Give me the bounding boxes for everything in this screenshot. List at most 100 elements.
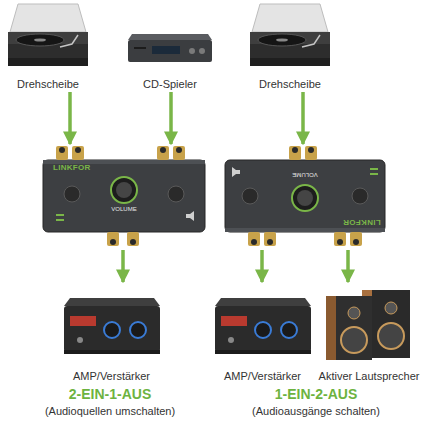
rca-jack-part	[267, 239, 273, 245]
mode-title: 2-EIN-1-AUS	[69, 386, 151, 402]
switch-box-illustration-part	[352, 188, 368, 204]
rca-jack-part	[173, 146, 185, 160]
device-label: CD-Spieler	[125, 78, 215, 90]
rca-jack-part	[337, 239, 343, 245]
turntable-illustration-part	[258, 34, 306, 46]
speaker-illustration-part	[348, 307, 360, 319]
rca-jack-part	[56, 146, 68, 160]
switch-box-illustration-part	[370, 173, 378, 175]
rca-jack-part	[75, 147, 81, 153]
rca-jack-part	[59, 147, 65, 153]
device-label: AMP/Verstärker	[58, 370, 165, 382]
cd-player-illustration-part	[152, 46, 180, 54]
mode-subtitle: (Audioausgänge schalten)	[252, 405, 380, 417]
switch-box-illustration-part	[370, 168, 378, 170]
rca-jack-part	[157, 146, 169, 160]
turntable-illustration-part	[250, 32, 330, 66]
device-label: Drehscheibe	[5, 78, 91, 90]
rca-jack-part	[251, 239, 257, 245]
signal-arrow	[301, 92, 305, 144]
turntable-illustration-part	[16, 34, 64, 46]
switch-box: LINKFORVOLUME	[43, 146, 205, 248]
rca-jack-part	[127, 232, 139, 246]
cd-player-illustration	[128, 34, 212, 62]
amplifier-illustration-part	[215, 350, 311, 354]
signal-arrow	[121, 250, 125, 282]
rca-jack-part	[334, 232, 346, 246]
switch-box-illustration-part	[292, 185, 318, 211]
device-label: Drehscheibe	[245, 78, 335, 90]
signal-arrow	[68, 92, 72, 144]
knob-label: VOLUME	[292, 172, 317, 178]
amplifier-illustration-part	[228, 337, 234, 343]
signal-arrow	[346, 250, 350, 282]
amplifier-illustration-part	[255, 322, 271, 338]
rca-jack-part	[308, 147, 314, 153]
amplifier-illustration-part	[221, 316, 247, 326]
turntable-illustration-part	[252, 4, 328, 32]
signal-arrow	[169, 92, 173, 144]
rca-jack-part	[350, 232, 362, 246]
device-box: AMP/Verstärker	[215, 284, 310, 382]
switch-box-illustration-part	[116, 182, 132, 198]
cd-player-illustration-part	[199, 48, 205, 54]
speaker-illustration-part	[378, 323, 404, 349]
turntable-illustration-part	[10, 4, 86, 32]
turntable-illustration-part	[8, 58, 88, 66]
switch-box-illustration-part	[168, 186, 184, 202]
turntable-illustration-part	[250, 58, 330, 66]
brand-logo: LINKFOR	[343, 218, 381, 226]
device-label: AMP/Verstärker	[215, 370, 310, 382]
switch-box-illustration-part	[225, 160, 385, 232]
cd-player-illustration-part	[128, 34, 212, 40]
speaker-illustration-part	[336, 296, 372, 360]
amplifier-illustration-part	[215, 306, 311, 352]
rca-jack-part	[130, 239, 136, 245]
speaker-illustration-part	[372, 290, 410, 358]
device-box: AMP/Verstärker	[58, 284, 165, 382]
switch-box-illustration-part	[225, 228, 385, 232]
rca-jack-part	[305, 146, 317, 160]
switch-box-illustration-part	[56, 214, 64, 216]
rca-jack-part	[107, 232, 119, 246]
amplifier-illustration	[215, 298, 311, 354]
turntable-illustration-part	[34, 38, 46, 41]
rca-jack-part	[292, 147, 298, 153]
switch-box-illustration-part	[56, 219, 64, 221]
amplifier-illustration-part	[215, 298, 311, 306]
amplifier-illustration-part	[64, 298, 160, 306]
rca-jack-part	[160, 147, 166, 153]
rca-jack-part	[176, 147, 182, 153]
switch-box-illustration-part	[111, 177, 137, 203]
turntable-illustration-part	[276, 38, 288, 41]
amplifier-illustration-part	[77, 337, 83, 343]
switch-box-illustration-part	[297, 190, 313, 206]
device-box: Aktiver Lautsprecher	[314, 284, 424, 382]
device-box: Drehscheibe	[5, 0, 91, 90]
speaker-illustration	[326, 290, 410, 360]
switch-box-illustration-part	[232, 167, 240, 177]
switch-box-illustration-part	[43, 160, 205, 232]
amplifier-illustration-part	[104, 322, 120, 338]
switch-box-illustration	[225, 146, 385, 246]
cd-player-illustration-part	[134, 47, 146, 49]
rca-jack-part	[72, 146, 84, 160]
turntable-illustration-part	[302, 35, 320, 47]
cd-player-illustration-part	[128, 40, 212, 62]
device-label: Aktiver Lautsprecher	[314, 370, 424, 382]
turntable-illustration	[8, 4, 88, 66]
speaker-illustration-part	[385, 302, 397, 314]
signal-arrow	[260, 250, 264, 282]
rca-jack	[56, 146, 185, 246]
device-box: CD-Spieler	[125, 0, 215, 90]
amplifier-illustration-part	[70, 316, 96, 326]
rca-jack-part	[110, 239, 116, 245]
device-box: Drehscheibe	[245, 0, 335, 90]
rca-jack-part	[248, 232, 260, 246]
rca-jack	[248, 146, 362, 246]
rca-jack-part	[289, 146, 301, 160]
rca-jack-part	[264, 232, 276, 246]
brand-logo: LINKFOR	[53, 164, 91, 172]
